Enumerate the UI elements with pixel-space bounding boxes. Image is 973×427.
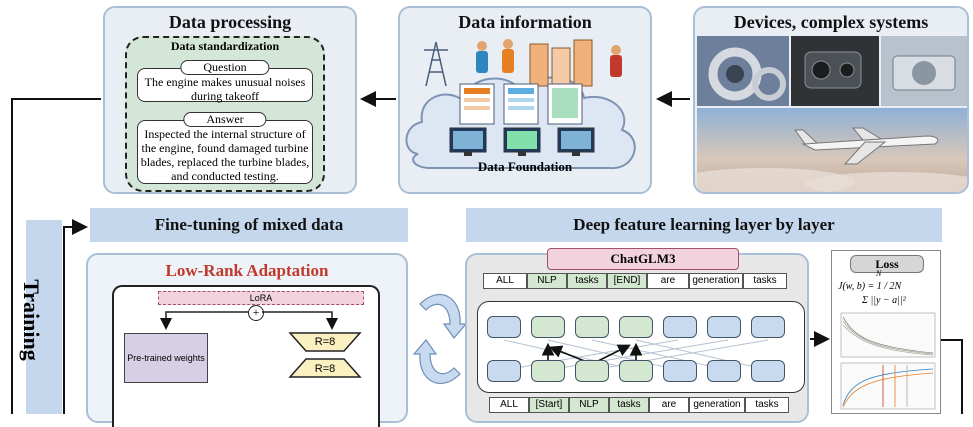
- person-icon: [611, 45, 621, 55]
- cycle-arrows-icon: [412, 293, 468, 385]
- node-top: [751, 316, 785, 338]
- token-cell: tasks: [567, 273, 607, 289]
- node-bottom: [575, 360, 609, 382]
- token-cell: are: [647, 273, 689, 289]
- devices-title: Devices, complex systems: [733, 12, 929, 32]
- data-processing-panel: Data processing Data standardization Que…: [103, 6, 357, 194]
- r-bottom-label: R=8: [314, 363, 336, 375]
- token-cell: ALL: [489, 397, 529, 413]
- token-cell: tasks: [743, 273, 787, 289]
- data-foundation-illustration: [405, 39, 636, 170]
- token-cell: are: [649, 397, 689, 413]
- data-standardization-title: Data standardization: [170, 39, 280, 53]
- devices-panel: Devices, complex systems: [693, 6, 969, 194]
- token-cell: NLP: [569, 397, 609, 413]
- answer-box: Answer Inspected the internal structure …: [137, 112, 313, 184]
- question-label: Question: [180, 60, 270, 75]
- question-box: Question The engine makes unusual noises…: [137, 60, 313, 103]
- node-top: [531, 316, 565, 338]
- transformer-block: [477, 301, 805, 393]
- chatglm-panel: ChatGLM3 ALL NLP tasks [END] are generat…: [465, 248, 809, 423]
- lora-panel: Low-Rank Adaptation LoRA + Pre-trained w…: [86, 253, 408, 427]
- node-top: [707, 316, 741, 338]
- token-cell: generation: [689, 397, 745, 413]
- node-top: [487, 316, 521, 338]
- loss-title: Loss: [850, 255, 924, 273]
- node-bottom: [707, 360, 741, 382]
- server-icon: [573, 39, 593, 87]
- token-cell: NLP: [527, 273, 567, 289]
- answer-text: Inspected the internal structure of the …: [140, 127, 310, 183]
- arrow-to-fine-tuning: [63, 219, 88, 414]
- lora-connectors: [160, 311, 362, 378]
- devices-photo: [695, 36, 967, 192]
- lora-label-bar: LoRA: [158, 291, 364, 305]
- node-bottom: [531, 360, 565, 382]
- node-bottom: [487, 360, 521, 382]
- node-bottom: [751, 360, 785, 382]
- node-top: [575, 316, 609, 338]
- trapezoid-bottom: [288, 358, 362, 378]
- data-foundation-label: Data Foundation: [477, 159, 573, 174]
- chatglm-title: ChatGLM3: [547, 248, 739, 270]
- monitor-icon: [503, 127, 541, 156]
- top-token-row: ALL NLP tasks [END] are generation tasks: [483, 273, 787, 289]
- formula-lhs: J(w, b) =: [838, 281, 875, 292]
- data-information-panel: Data information: [398, 6, 652, 194]
- loop-line-right: [940, 339, 963, 414]
- loss-formula: J(w, b) = 1 / 2N: [838, 281, 901, 292]
- node-top: [619, 316, 653, 338]
- data-processing-title: Data processing: [168, 12, 292, 32]
- plus-icon: +: [248, 305, 264, 321]
- monitor-icon: [557, 127, 595, 156]
- node-top: [663, 316, 697, 338]
- lora-diagram: LoRA + Pre-trained weights R=8 R=8: [112, 285, 380, 427]
- person-icon: [503, 39, 513, 49]
- server-icon: [529, 43, 549, 87]
- token-cell: [Start]: [529, 397, 569, 413]
- fine-tuning-bar: Fine-tuning of mixed data: [90, 208, 408, 242]
- loss-panel: Loss J(w, b) = 1 / 2N N Σ ||y − a||²: [831, 250, 941, 414]
- answer-label: Answer: [183, 112, 267, 127]
- training-bar: Training: [19, 220, 62, 414]
- node-bottom: [619, 360, 653, 382]
- token-cell: ALL: [483, 273, 527, 289]
- trapezoid-top: [288, 332, 362, 352]
- pretrained-weights-box: Pre-trained weights: [124, 333, 208, 383]
- data-standardization-box: Data standardization Question The engine…: [125, 36, 325, 192]
- pylon-icon: [424, 41, 448, 87]
- formula-limit: N: [876, 269, 882, 278]
- token-cell: [END]: [607, 273, 647, 289]
- deep-learning-bar: Deep feature learning layer by layer: [466, 208, 942, 242]
- r-top-label: R=8: [314, 336, 336, 348]
- person-icon: [477, 41, 487, 51]
- airplane-icon: [794, 127, 939, 165]
- token-cell: tasks: [609, 397, 649, 413]
- formula-fraction: 1 / 2N: [876, 281, 902, 292]
- lora-title: Low-Rank Adaptation: [165, 261, 329, 280]
- data-information-title: Data information: [458, 12, 592, 32]
- training-label: Training: [19, 279, 44, 361]
- bottom-token-row: ALL [Start] NLP tasks are generation tas…: [489, 397, 789, 413]
- formula-sum: Σ ||y − a||²: [862, 295, 906, 306]
- question-text: The engine makes unusual noises during t…: [144, 75, 306, 103]
- node-bottom: [663, 360, 697, 382]
- token-cell: generation: [689, 273, 743, 289]
- monitor-icon: [449, 127, 487, 156]
- token-cell: tasks: [745, 397, 789, 413]
- loss-curves-plot: [840, 312, 936, 410]
- server-icon: [551, 47, 571, 87]
